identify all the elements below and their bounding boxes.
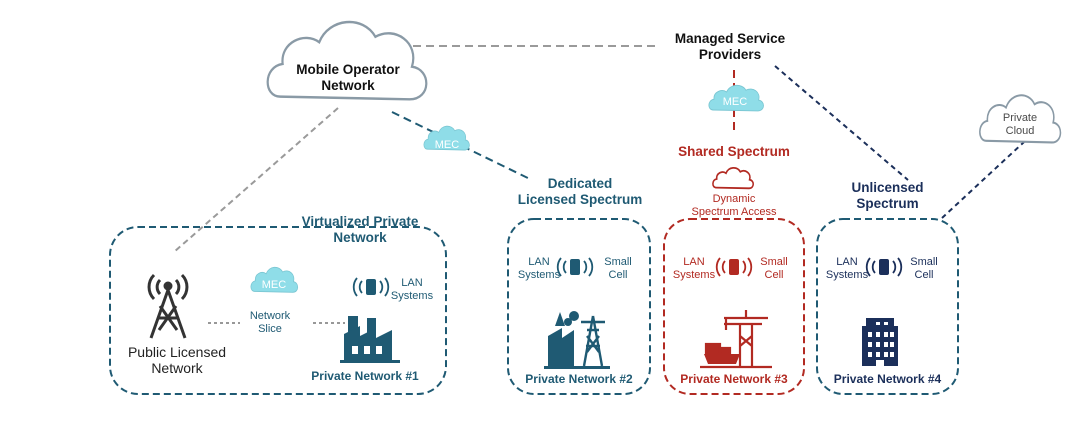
radio-unit-icon: [715, 257, 753, 277]
shared-spectrum-label: Shared Spectrum: [678, 144, 790, 159]
line-managed-to-unlicensed: [774, 65, 909, 181]
radio-unit-icon: [352, 277, 390, 297]
group-box-3: [663, 218, 805, 395]
port-crane-icon: [700, 310, 772, 369]
radio-unit-icon: [556, 257, 594, 277]
private-network-1-label: Private Network #1: [311, 369, 419, 383]
power-plant-icon: [544, 311, 610, 369]
mec-label: MEC: [434, 139, 460, 151]
connector-lines: [173, 45, 1025, 253]
cell-tower-icon: [147, 273, 189, 339]
office-building-icon: [862, 318, 898, 366]
private-network-3-label: Private Network #3: [680, 372, 788, 386]
line-operator-to-public: [173, 107, 339, 253]
radio-unit-icon: [865, 257, 903, 277]
cloud-icon: [712, 166, 755, 190]
private-network-4-label: Private Network #4: [833, 372, 942, 386]
factory-icon: [340, 316, 400, 363]
group-box-2: [507, 218, 651, 395]
private-network-2-label: Private Network #2: [525, 372, 633, 386]
mec-label: MEC: [722, 96, 748, 108]
group-box-1: [109, 226, 447, 395]
mec-label: MEC: [261, 279, 287, 291]
group-box-4: [816, 218, 959, 395]
line-unlicensed-to-cloud: [941, 141, 1025, 219]
